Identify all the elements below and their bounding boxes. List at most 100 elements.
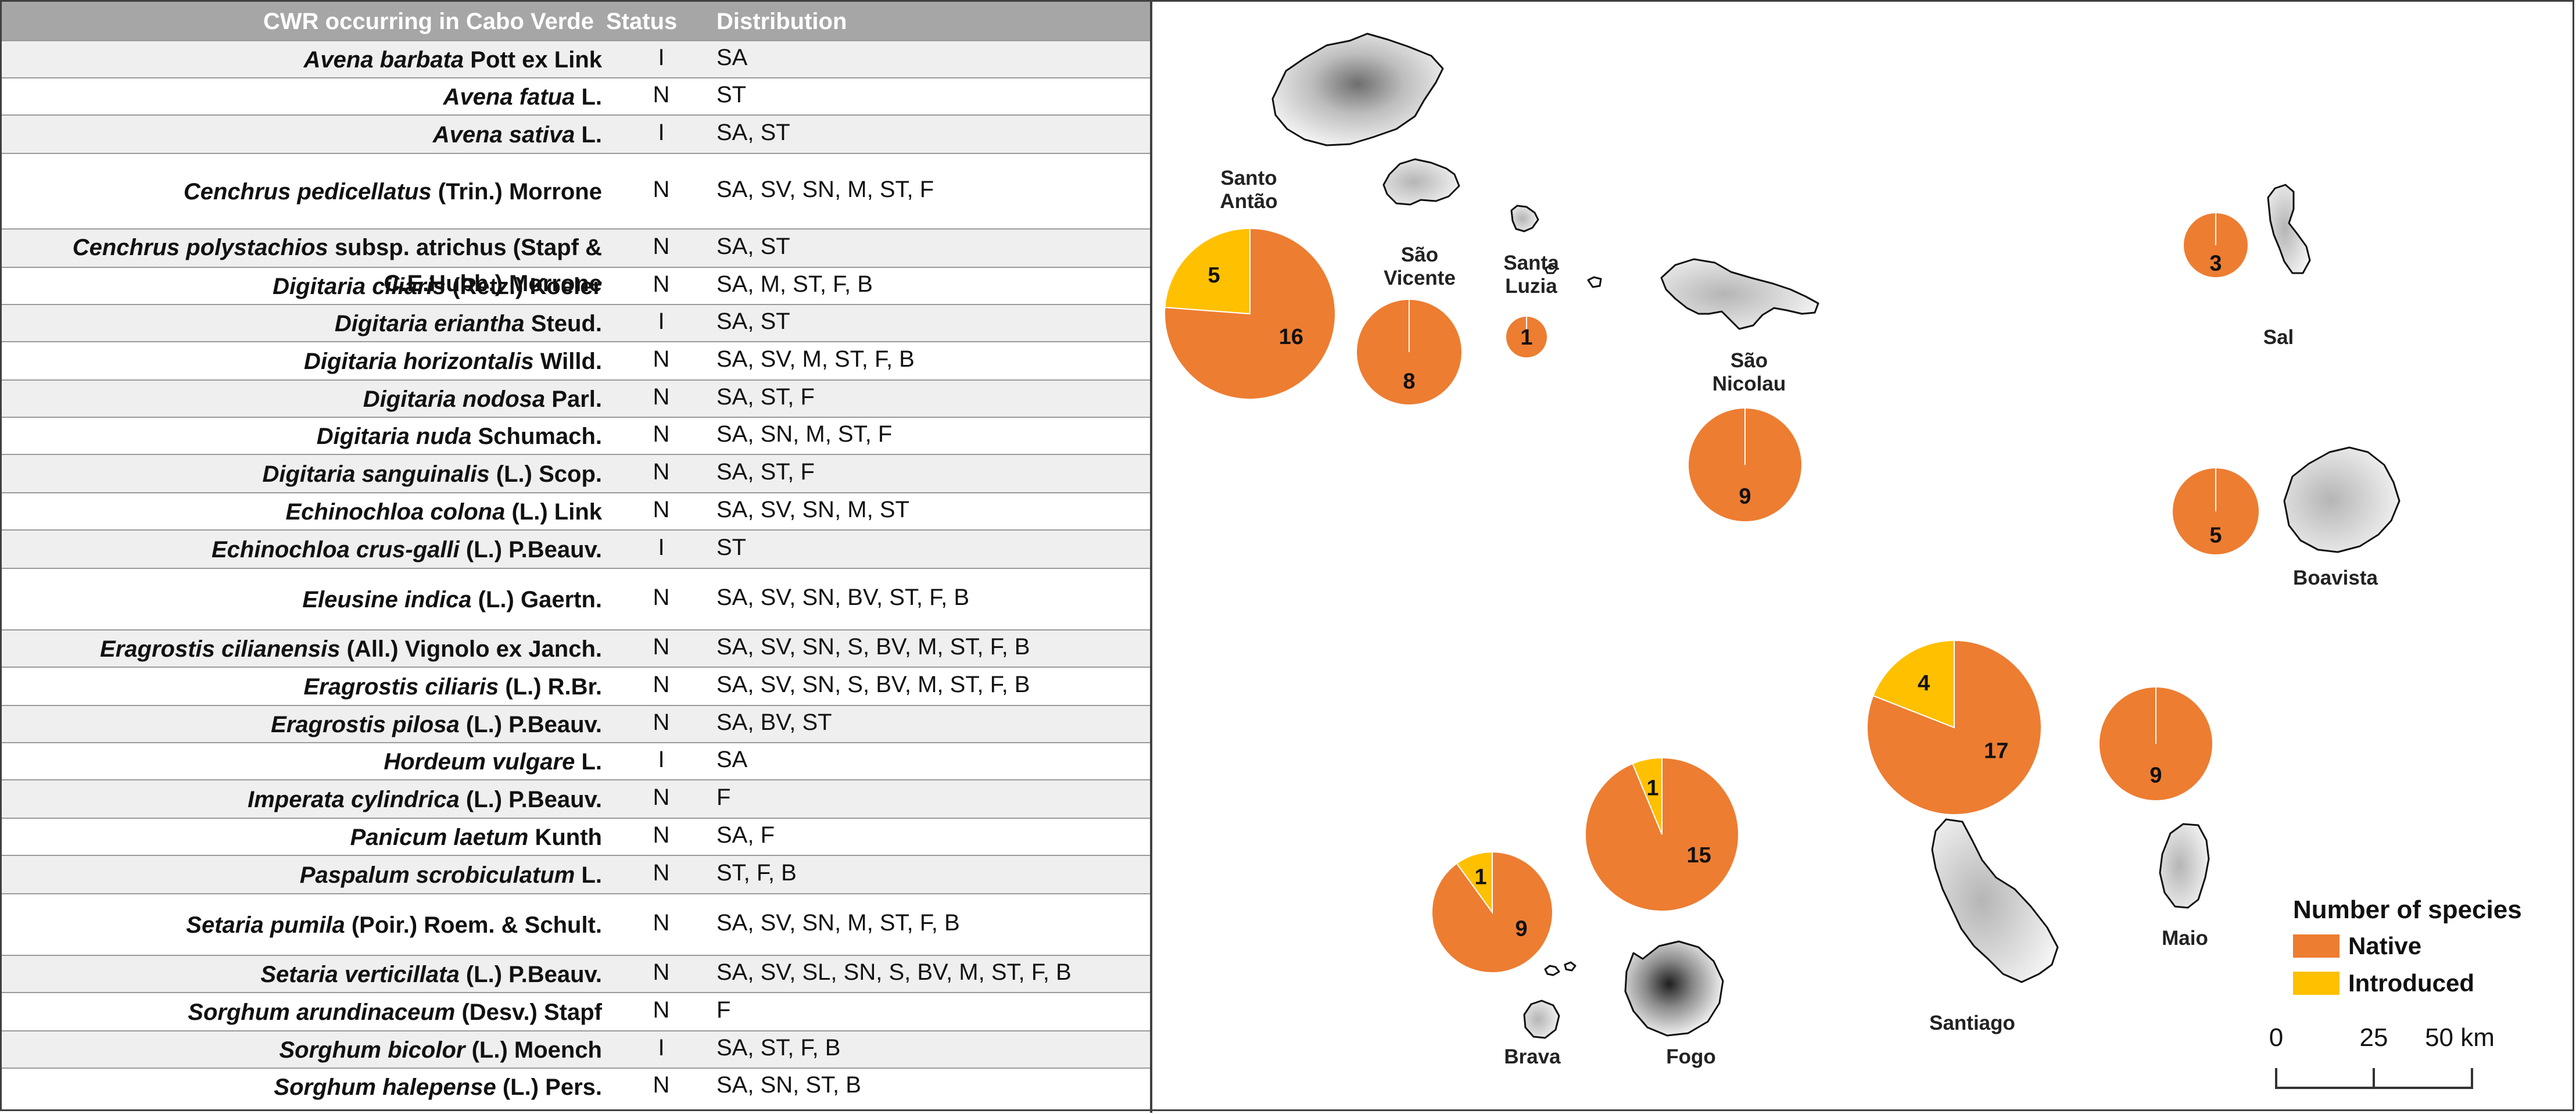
pie-slice-native	[1164, 227, 1336, 400]
species-cell: Digitaria horizontalis Willd.	[2, 343, 603, 380]
header-species: CWR occurring in Cabo Verde	[263, 9, 594, 34]
status-cell: N	[653, 421, 670, 447]
status-cell: N	[653, 672, 670, 697]
island-outlines	[1271, 33, 2401, 1039]
species-cell: Hordeum vulgare L.	[2, 743, 603, 780]
scale-label: 25	[2360, 1023, 2388, 1052]
pie-slice-introduced	[1164, 227, 1251, 315]
species-name: Sorghum halepense	[274, 1074, 496, 1100]
species-author: L.	[581, 862, 602, 888]
pie-label-native: 8	[1403, 370, 1415, 394]
distribution-cell: SA, SV, SN, M, ST, F, B	[716, 910, 960, 936]
pie-chart: 1	[1506, 317, 1547, 357]
species-cell: Eragrostis ciliaris (L.) R.Br.	[2, 668, 603, 705]
species-author: Willd.	[540, 349, 602, 374]
species-cell: Sorghum halepense (L.) Pers.	[2, 1069, 603, 1106]
status-cell: N	[653, 860, 670, 886]
species-cell: Imperata cylindrica (L.) P.Beauv.	[2, 781, 603, 818]
distribution-cell: SA, SV, M, ST, F, B	[716, 346, 915, 372]
species-name: Cenchrus pedicellatus	[183, 179, 432, 205]
pie-slice-native	[1866, 639, 2042, 815]
pie-label-native: 15	[1686, 843, 1711, 868]
species-author: Steud.	[531, 311, 602, 336]
distribution-cell: SA	[716, 45, 748, 70]
species-author: subsp. atrichus (Stapf &	[334, 235, 602, 260]
species-name: Eragrostis ciliaris	[303, 674, 499, 700]
species-name: Echinochloa colona	[285, 499, 506, 525]
species-cell: Panicum laetum Kunth	[2, 819, 603, 856]
species-name: Digitaria sanguinalis	[262, 461, 490, 487]
species-author: (L.) P.Beauv.	[465, 537, 602, 563]
species-cell: Setaria verticillata (L.) P.Beauv.	[2, 956, 603, 993]
island-label: Maio	[2162, 927, 2208, 950]
status-cell: N	[653, 634, 670, 660]
status-cell: N	[653, 497, 670, 522]
island-santo-antao	[1271, 33, 1444, 146]
pie-label-native: 3	[2209, 251, 2222, 275]
panel-divider	[1150, 0, 1152, 1113]
species-cell: Echinochloa colona (L.) Link	[2, 493, 603, 531]
legend-item: Introduced	[2348, 969, 2474, 997]
distribution-cell: F	[716, 785, 731, 810]
species-author: (Retz.) Koeler	[452, 274, 602, 299]
species-name: Cenchrus polystachios	[72, 235, 328, 260]
table-row: Cenchrus polystachios subsp. atrichus (S…	[2, 228, 1151, 296]
status-cell: N	[653, 384, 670, 410]
species-name: Eragrostis pilosa	[271, 712, 460, 737]
distribution-cell: SA, SN, M, ST, F	[716, 421, 893, 447]
distribution-cell: SA, ST	[716, 120, 790, 145]
pie-chart: 9	[2100, 687, 2212, 800]
species-cell: Sorghum arundinaceum (Desv.) Stapf	[2, 994, 603, 1031]
status-cell: N	[653, 585, 670, 610]
species-name: Digitaria nuda	[316, 424, 472, 449]
status-cell: N	[653, 271, 670, 297]
species-name: Paspalum scrobiculatum	[299, 862, 575, 888]
species-cell: Digitaria sanguinalis (L.) Scop.	[2, 456, 603, 493]
island-raso	[1587, 276, 1602, 288]
species-name: Eleusine indica	[302, 587, 472, 612]
status-cell: N	[653, 82, 670, 108]
pie-label-native: 9	[1515, 917, 1528, 941]
pie-label-native: 9	[1739, 484, 1751, 508]
distribution-cell: F	[716, 997, 731, 1023]
species-cell: Digitaria nuda Schumach.	[2, 418, 603, 455]
pie-label-native: 17	[1984, 739, 2008, 764]
distribution-cell: SA, ST, F	[716, 459, 815, 485]
species-name: Echinochloa crus-galli	[211, 537, 460, 563]
status-cell: I	[658, 120, 665, 145]
species-cell: Cenchrus pedicellatus (Trin.) Morrone	[2, 173, 603, 210]
pie-chart: 115	[1585, 757, 1739, 912]
island-label: Sal	[2263, 326, 2294, 349]
scale-label: 50 km	[2425, 1023, 2495, 1052]
pie-slice-native	[1431, 851, 1553, 973]
species-name: Setaria pumila	[186, 912, 345, 938]
status-cell: N	[653, 177, 670, 202]
legend-title: Number of species	[2293, 896, 2522, 924]
species-table: CWR occurring in Cabo Verde Status Distr…	[2, 2, 1151, 1109]
pie-chart: 19	[1431, 851, 1553, 973]
status-cell: N	[653, 785, 670, 810]
distribution-cell: SA, ST, F, B	[716, 1035, 841, 1061]
status-cell: I	[658, 1035, 665, 1061]
species-name: Avena barbata	[303, 47, 464, 73]
pie-label-introduced: 4	[1918, 671, 1930, 696]
pie-chart: 516	[1164, 227, 1336, 400]
species-author: L.	[581, 749, 602, 775]
